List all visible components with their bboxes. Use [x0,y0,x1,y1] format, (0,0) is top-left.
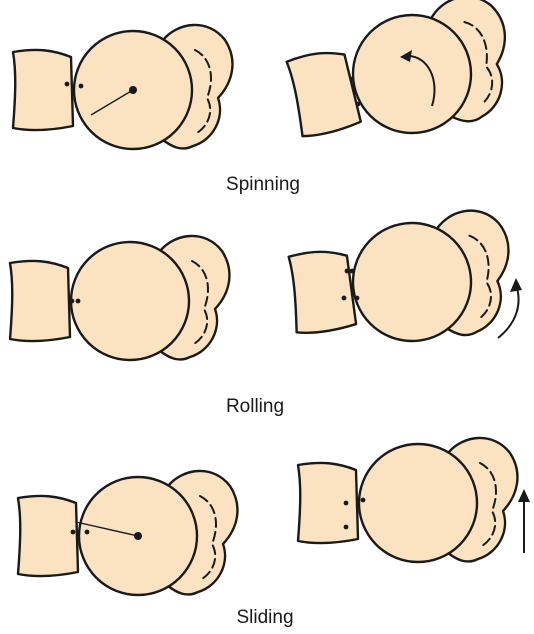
contact-point-e [344,525,349,530]
contact-point-d [344,501,349,506]
center-dot [134,532,142,540]
contact-point-b [76,299,81,304]
spinning-after [281,0,521,157]
rolling-after [286,207,517,353]
contact-point-b [79,84,84,89]
caption-sliding: Sliding [0,607,532,629]
spinning-before [13,25,232,149]
contact-point-c [361,498,366,503]
caption-rolling: Rolling [0,396,522,418]
contact-point-e [342,296,347,301]
sliding-before [18,471,237,595]
contact-point-b [85,530,90,535]
contact-point-f [355,296,360,301]
contact-point-c [350,77,355,82]
contact-point-d [350,269,355,274]
caption-spinning: Spinning [0,174,530,196]
contact-point-a [70,299,75,304]
center-dot [129,86,137,94]
contact-point-a [71,530,76,535]
contact-point-d [356,102,361,107]
contact-point-a [65,82,70,87]
contact-point-c [345,269,350,274]
sliding-after [298,438,517,562]
rolling-before [10,236,229,360]
